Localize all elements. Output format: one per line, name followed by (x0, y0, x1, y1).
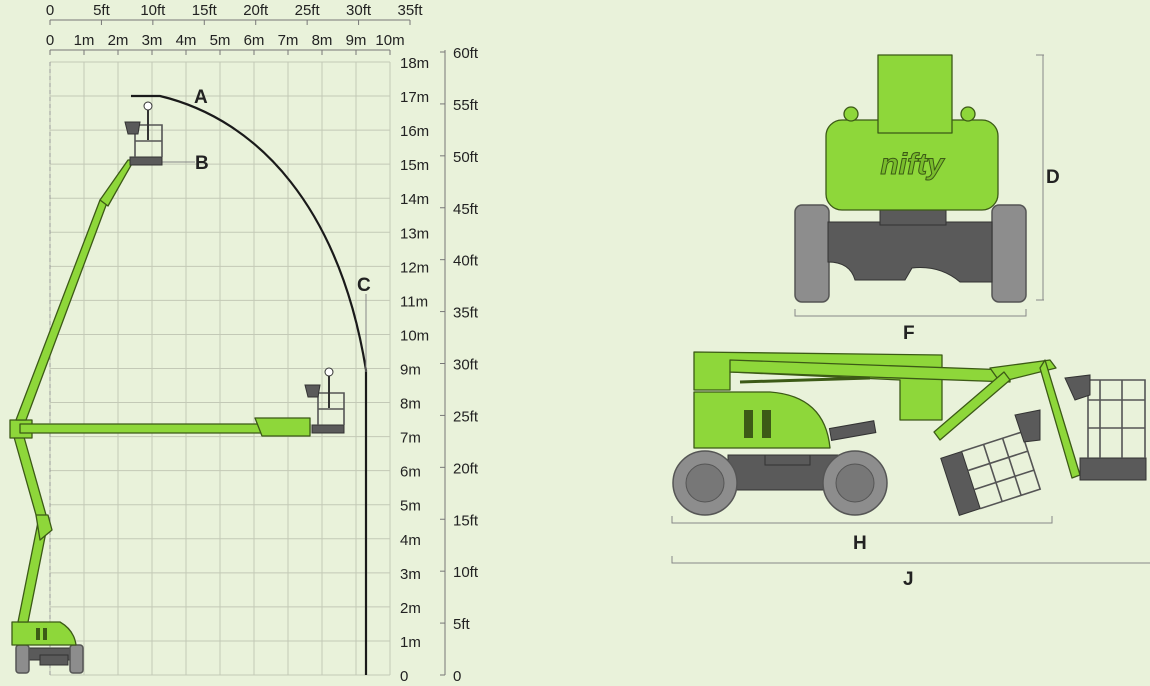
top-m-tick-label: 0 (46, 32, 54, 49)
top-m-tick-label: 1m (74, 32, 95, 49)
right-m-tick-label: 0 (400, 668, 408, 685)
right-ft-tick-label: 45ft (453, 201, 479, 218)
right-ft-tick-label: 15ft (453, 512, 479, 529)
right-m-tick-label: 6m (400, 464, 421, 481)
right-m-tick-label: 1m (400, 634, 421, 651)
outreach-envelope-curve (131, 94, 368, 675)
top-scale-metres: 0 1m 2m 3m 4m 5m 6m 7m 8m 9m 10m (46, 32, 405, 55)
dimension-d-label: D (1046, 167, 1060, 188)
nifty-logo: nifty (880, 148, 945, 181)
dimension-h-label: H (853, 533, 867, 554)
machine-front-view: nifty (794, 54, 1027, 303)
dimension-j-label: J (903, 569, 914, 590)
top-m-tick-label: 8m (312, 32, 333, 49)
top-ft-tick-label: 10ft (140, 2, 166, 19)
right-ft-tick-label: 10ft (453, 564, 479, 581)
machine-side-view (672, 351, 1147, 517)
top-scale-feet: 0 5ft 10ft 15ft 20ft 25ft 30ft 35ft (46, 2, 423, 25)
top-m-tick-label: 2m (108, 32, 129, 49)
right-ft-tick-label: 40ft (453, 253, 479, 270)
right-m-tick-label: 5m (400, 498, 421, 515)
right-ft-tick-label: 5ft (453, 616, 471, 633)
right-scale-feet: 0 5ft 10ft 15ft 20ft 25ft 30ft 35ft 40ft 45ft 50ft… (440, 45, 479, 685)
right-ft-tick-label: 20ft (453, 460, 479, 477)
right-ft-tick-label: 55ft (453, 97, 479, 114)
right-m-tick-label: 11m (400, 293, 428, 310)
overall-length-dimension-line (671, 556, 1150, 564)
top-ft-tick-label: 30ft (346, 2, 372, 19)
top-m-tick-label: 4m (176, 32, 197, 49)
dimension-f-label: F (903, 323, 915, 344)
top-m-tick-label: 9m (346, 32, 367, 49)
top-m-tick-label: 10m (375, 32, 404, 49)
right-m-tick-label: 3m (400, 566, 421, 583)
top-ft-tick-label: 0 (46, 2, 54, 19)
marker-c-label: C (357, 275, 371, 296)
right-ft-tick-label: 35ft (453, 305, 479, 322)
stowed-length-dimension-line (671, 516, 1053, 524)
right-m-tick-label: 10m (400, 327, 429, 344)
width-dimension-line (794, 309, 1027, 317)
top-m-tick-label: 5m (210, 32, 231, 49)
right-m-tick-label: 9m (400, 362, 421, 379)
marker-b-label: B (195, 153, 209, 174)
top-m-tick-label: 6m (244, 32, 265, 49)
right-m-tick-label: 14m (400, 191, 429, 208)
right-m-tick-label: 16m (400, 123, 429, 140)
top-ft-tick-label: 20ft (243, 2, 269, 19)
platform-side-profile (9, 101, 345, 674)
top-ft-tick-label: 25ft (295, 2, 321, 19)
top-ft-tick-label: 15ft (192, 2, 218, 19)
right-m-tick-label: 4m (400, 532, 421, 549)
top-ft-tick-label: 35ft (397, 2, 423, 19)
right-ft-tick-label: 30ft (453, 357, 479, 374)
right-m-tick-label: 8m (400, 396, 421, 413)
top-m-tick-label: 7m (278, 32, 299, 49)
right-ft-tick-label: 50ft (453, 149, 479, 166)
right-m-tick-label: 2m (400, 600, 421, 617)
reach-grid (49, 61, 391, 676)
right-m-tick-label: 15m (400, 157, 429, 174)
marker-a-label: A (194, 87, 208, 108)
right-m-tick-label: 17m (400, 89, 429, 106)
right-scale-metres: 0 1m 2m 3m 4m 5m 6m 7m 8m 9m 10m 11m 12m 13m 14m 15m 16m… (400, 55, 429, 685)
right-ft-tick-label: 60ft (453, 45, 479, 62)
right-m-tick-label: 18m (400, 55, 429, 72)
right-m-tick-label: 7m (400, 430, 421, 447)
right-m-tick-label: 13m (400, 225, 429, 242)
right-ft-tick-label: 25ft (453, 408, 479, 425)
top-ft-tick-label: 5ft (93, 2, 111, 19)
right-ft-tick-label: 0 (453, 668, 461, 685)
right-m-tick-label: 12m (400, 259, 429, 276)
top-m-tick-label: 3m (142, 32, 163, 49)
